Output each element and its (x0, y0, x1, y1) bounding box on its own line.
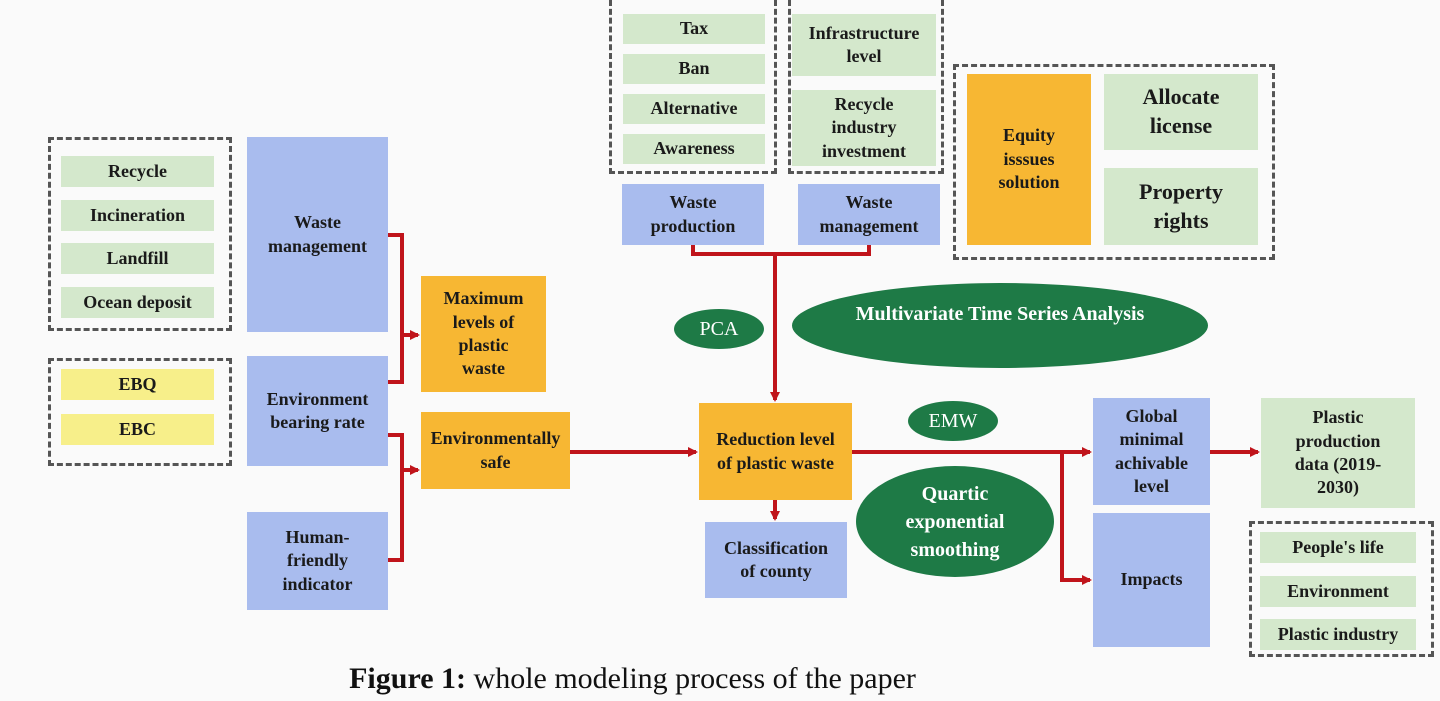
allocate-license: Allocate license (1104, 74, 1258, 150)
policy-ban: Ban (623, 54, 765, 84)
recycle-industry-investment: Recycle industry investment (792, 90, 936, 166)
mtsa-ellipse: Multivariate Time Series Analysis (792, 283, 1208, 368)
method-incineration: Incineration (61, 200, 214, 231)
emw-ellipse: EMW (908, 401, 998, 441)
equity-group (953, 64, 1275, 260)
policy-group (609, 0, 777, 174)
method-landfill: Landfill (61, 243, 214, 274)
human-friendly-indicator: Human-friendly indicator (247, 512, 388, 610)
environment-bearing-group (48, 358, 232, 466)
figure-caption: Figure 1: whole modeling process of the … (0, 662, 1265, 696)
policy-alternative: Alternative (623, 94, 765, 124)
quartic-smoothing-ellipse: Quartic exponential smoothing (856, 466, 1054, 577)
impact-peoples-life: People's life (1260, 532, 1416, 563)
infrastructure-level: Infrastructure level (792, 14, 936, 76)
infrastructure-group (788, 0, 944, 174)
environmentally-safe-box: Environmentally safe (421, 412, 570, 489)
connector-bearing-to-safe (388, 433, 404, 562)
caption-label: Figure 1: (349, 662, 467, 695)
impact-plastic-industry: Plastic industry (1260, 619, 1416, 650)
classification-of-county: Classification of county (705, 522, 847, 598)
pca-ellipse: PCA (674, 309, 764, 349)
impact-areas-group (1249, 521, 1434, 657)
connector-waste-to-maximum (388, 233, 404, 384)
policy-tax: Tax (623, 14, 765, 44)
property-rights: Property rights (1104, 168, 1258, 245)
environment-bearing-rate: Environment bearing rate (247, 356, 388, 466)
waste-methods-group (48, 137, 232, 331)
connector-top-bracket (691, 245, 871, 256)
impact-environment: Environment (1260, 576, 1416, 607)
plastic-production-data: Plastic production data (2019-2030) (1261, 398, 1415, 508)
policy-awareness: Awareness (623, 134, 765, 164)
method-ocean-deposit: Ocean deposit (61, 287, 214, 318)
ebc-box: EBC (61, 414, 214, 445)
impacts-box: Impacts (1093, 513, 1210, 647)
waste-production: Waste production (622, 184, 764, 245)
caption-text: whole modeling process of the paper (466, 662, 916, 695)
waste-management-left: Waste management (247, 137, 388, 332)
global-minimal-level: Global minimal achivable level (1093, 398, 1210, 505)
equity-issues-solution: Equity isssues solution (967, 74, 1091, 245)
connector-to-impacts (1060, 452, 1092, 585)
reduction-level-box: Reduction level of plastic waste (699, 403, 852, 500)
waste-management-top: Waste management (798, 184, 940, 245)
maximum-levels-box: Maximum levels of plastic waste (421, 276, 546, 392)
ebq-box: EBQ (61, 369, 214, 400)
method-recycle: Recycle (61, 156, 214, 187)
